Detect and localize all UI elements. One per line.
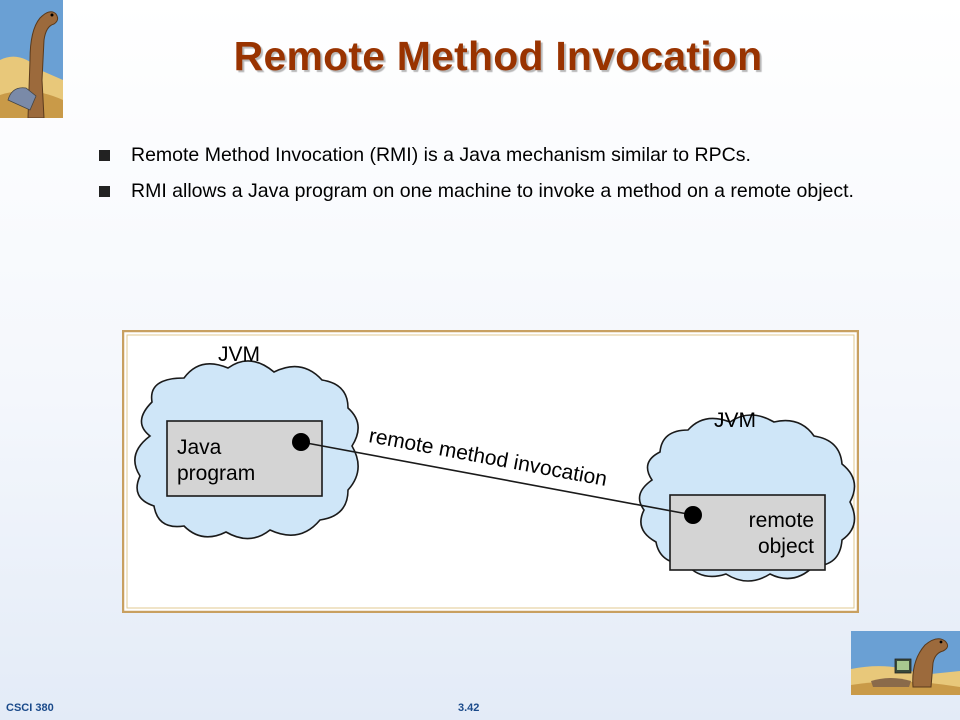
java-program-box [166, 420, 323, 497]
square-bullet-icon [99, 186, 110, 197]
left-jvm-label: JVM [218, 343, 260, 366]
bullet-list: Remote Method Invocation (RMI) is a Java… [97, 142, 857, 214]
rmi-diagram: Java program remote object JVM JVM remot… [122, 330, 859, 613]
bullet-item: RMI allows a Java program on one machine… [97, 178, 857, 205]
dinosaur-logo-bottom [851, 631, 960, 695]
callee-dot [684, 506, 702, 524]
remote-object-label: remote [749, 509, 814, 532]
footer-course: CSCI 380 [6, 702, 54, 714]
invocation-line [300, 441, 694, 516]
bullet-text: Remote Method Invocation (RMI) is a Java… [131, 144, 751, 166]
footer-page-number: 3.42 [458, 702, 480, 714]
remote-object-label: object [758, 535, 814, 558]
square-bullet-icon [99, 150, 110, 161]
slide-title: Remote Method Invocation [233, 33, 763, 79]
bullet-text: RMI allows a Java program on one machine… [131, 180, 854, 202]
java-program-label: Java [177, 436, 222, 459]
bullet-item: Remote Method Invocation (RMI) is a Java… [97, 142, 857, 169]
caller-dot [292, 433, 310, 451]
java-program-label: program [177, 462, 255, 485]
right-jvm-label: JVM [714, 409, 756, 432]
dinosaur-logo-top [0, 0, 63, 118]
